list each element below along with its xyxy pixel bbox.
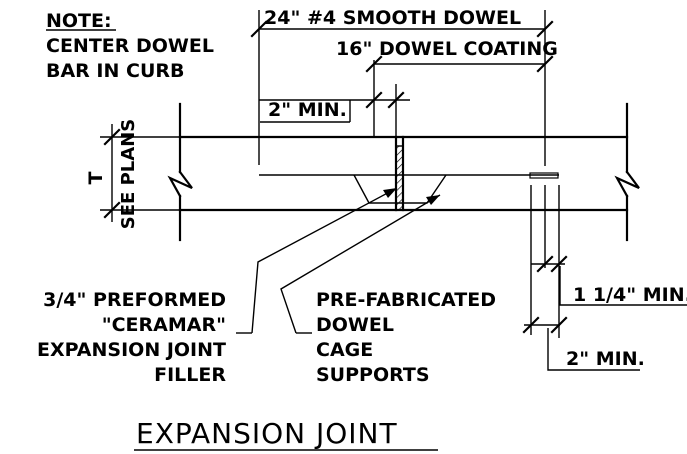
- two-min-bottom-tick-right: [550, 316, 568, 334]
- note-heading: NOTE:: [46, 10, 112, 32]
- filler-leader-arrow: [383, 188, 397, 198]
- filler-hatch: [395, 145, 404, 211]
- thickness-t-label: T: [85, 171, 107, 184]
- two-min-bottom-leader: [547, 328, 640, 371]
- bottom-right-dimensions: 1 1/4" MIN. 2" MIN.: [522, 185, 687, 371]
- supports-leader-arrow: [426, 195, 440, 205]
- supports-label: PRE-FABRICATED DOWEL CAGE SUPPORTS: [316, 289, 496, 386]
- dowel-bar: [259, 172, 559, 179]
- dowel-cap: [529, 172, 559, 179]
- cage-supports: [353, 174, 447, 204]
- supports-label-line-2: DOWEL: [316, 314, 394, 336]
- coating-tick-left: [365, 55, 383, 73]
- title-text: EXPANSION JOINT: [136, 417, 398, 450]
- supports-label-line-3: CAGE: [316, 339, 373, 361]
- concrete-slab: [167, 102, 640, 242]
- drawing-title: EXPANSION JOINT: [134, 417, 438, 451]
- supports-label-line-1: PRE-FABRICATED: [316, 289, 496, 311]
- supports-leader: [280, 194, 441, 334]
- one-quarter-tick-right: [550, 255, 568, 273]
- left-break-zigzag: [167, 170, 193, 198]
- filler-label-line-2: "CERAMAR": [102, 314, 226, 336]
- two-min-top-label: 2" MIN.: [268, 99, 347, 121]
- two-min-top-tick-right: [387, 91, 405, 109]
- two-min-bottom-label: 2" MIN.: [566, 348, 645, 370]
- dowel-coating-label: 16" DOWEL COATING: [336, 38, 558, 60]
- dowel-coating-dimension: 16" DOWEL COATING: [336, 38, 558, 137]
- coating-tick-right: [536, 55, 554, 73]
- filler-leader: [251, 187, 398, 334]
- dowel-length-dimension: 24" #4 SMOOTH DOWEL: [250, 7, 554, 166]
- joint-filler: [394, 135, 405, 212]
- supports-label-line-4: SUPPORTS: [316, 364, 430, 386]
- two-min-bottom-tick-left: [522, 316, 540, 334]
- filler-label-line-4: FILLER: [154, 364, 226, 386]
- right-break-zigzag: [614, 170, 640, 198]
- one-quarter-tick-left: [536, 255, 554, 273]
- cage-support-shape: [353, 174, 447, 204]
- filler-label: 3/4" PREFORMED "CERAMAR" EXPANSION JOINT…: [37, 289, 226, 386]
- filler-label-line-1: 3/4" PREFORMED: [43, 289, 226, 311]
- note-block: NOTE: CENTER DOWEL BAR IN CURB: [46, 10, 214, 82]
- two-min-top-tick-left: [365, 91, 383, 109]
- one-quarter-leader: [559, 266, 687, 306]
- dowel-length-tick-right: [536, 20, 554, 38]
- note-line-1: CENTER DOWEL: [46, 35, 214, 57]
- leaders: [236, 187, 441, 334]
- thickness-tick-top: [103, 128, 121, 146]
- dowel-length-tick-left: [250, 20, 268, 38]
- one-quarter-min-label: 1 1/4" MIN.: [573, 284, 687, 306]
- thickness-tick-bottom: [103, 201, 121, 219]
- thickness-see-plans-label: SEE PLANS: [118, 119, 139, 229]
- filler-label-line-3: EXPANSION JOINT: [37, 339, 226, 361]
- dowel-length-label: 24" #4 SMOOTH DOWEL: [264, 7, 521, 29]
- thickness-dimension: T SEE PLANS: [85, 119, 180, 229]
- note-line-2: BAR IN CURB: [46, 60, 185, 82]
- two-inch-min-top-dimension: 2" MIN.: [259, 84, 410, 137]
